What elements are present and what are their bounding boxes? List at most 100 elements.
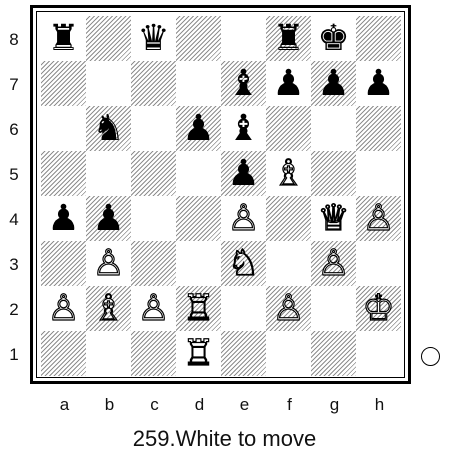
square-f7[interactable]: ♟	[266, 61, 311, 106]
square-c3[interactable]	[131, 241, 176, 286]
square-h3[interactable]	[356, 241, 401, 286]
black-pawn-e5-icon[interactable]: ♟	[227, 156, 259, 192]
file-label-h: h	[370, 395, 390, 415]
square-c6[interactable]	[131, 106, 176, 151]
square-d1[interactable]: ♖	[176, 331, 221, 376]
square-e6[interactable]: ♝	[221, 106, 266, 151]
black-queen-c8-icon[interactable]: ♛	[137, 21, 169, 57]
black-pawn-b4-icon[interactable]: ♟	[92, 201, 124, 237]
square-b2[interactable]: ♗	[86, 286, 131, 331]
square-b8[interactable]	[86, 16, 131, 61]
black-pawn-h7-icon[interactable]: ♟	[362, 66, 394, 102]
square-a7[interactable]	[41, 61, 86, 106]
square-d8[interactable]	[176, 16, 221, 61]
square-c1[interactable]	[131, 331, 176, 376]
white-rook-d1-icon[interactable]: ♖	[182, 336, 214, 372]
square-g8[interactable]: ♚	[311, 16, 356, 61]
black-king-g8-icon[interactable]: ♚	[317, 21, 349, 57]
square-f8[interactable]: ♜	[266, 16, 311, 61]
square-h4[interactable]: ♙	[356, 196, 401, 241]
white-pawn-c2-icon[interactable]: ♙	[137, 291, 169, 327]
square-d6[interactable]: ♟	[176, 106, 221, 151]
square-g1[interactable]	[311, 331, 356, 376]
square-f3[interactable]	[266, 241, 311, 286]
puzzle-caption: 259.White to move	[0, 426, 449, 452]
black-bishop-e6-icon[interactable]: ♝	[227, 111, 259, 147]
white-pawn-f2-icon[interactable]: ♙	[272, 291, 304, 327]
white-bishop-b2-icon[interactable]: ♗	[92, 291, 124, 327]
white-pawn-b3-icon[interactable]: ♙	[92, 246, 124, 282]
black-rook-f8-icon[interactable]: ♜	[272, 21, 304, 57]
white-king-h2-icon[interactable]: ♔	[362, 291, 394, 327]
square-d3[interactable]	[176, 241, 221, 286]
white-rook-d2-icon[interactable]: ♖	[182, 291, 214, 327]
square-f5[interactable]: ♗	[266, 151, 311, 196]
square-e2[interactable]	[221, 286, 266, 331]
square-f1[interactable]	[266, 331, 311, 376]
square-h5[interactable]	[356, 151, 401, 196]
square-b5[interactable]	[86, 151, 131, 196]
square-b1[interactable]	[86, 331, 131, 376]
square-d2[interactable]: ♖	[176, 286, 221, 331]
square-a8[interactable]: ♜	[41, 16, 86, 61]
square-h7[interactable]: ♟	[356, 61, 401, 106]
square-b3[interactable]: ♙	[86, 241, 131, 286]
white-bishop-f5-icon[interactable]: ♗	[272, 156, 304, 192]
black-bishop-e7-icon[interactable]: ♝	[227, 66, 259, 102]
square-h1[interactable]	[356, 331, 401, 376]
square-g5[interactable]	[311, 151, 356, 196]
square-b6[interactable]: ♞	[86, 106, 131, 151]
black-rook-a8-icon[interactable]: ♜	[47, 21, 79, 57]
square-a2[interactable]: ♙	[41, 286, 86, 331]
rank-label-1: 1	[7, 345, 21, 365]
square-b7[interactable]	[86, 61, 131, 106]
square-h8[interactable]	[356, 16, 401, 61]
white-pawn-e4-icon[interactable]: ♙	[227, 201, 259, 237]
square-g2[interactable]	[311, 286, 356, 331]
square-c4[interactable]	[131, 196, 176, 241]
square-f2[interactable]: ♙	[266, 286, 311, 331]
square-h6[interactable]	[356, 106, 401, 151]
rank-label-8: 8	[7, 30, 21, 50]
white-knight-e3-icon[interactable]: ♘	[227, 246, 259, 282]
square-d7[interactable]	[176, 61, 221, 106]
black-pawn-a4-icon[interactable]: ♟	[47, 201, 79, 237]
square-g4[interactable]: ♕	[311, 196, 356, 241]
square-b4[interactable]: ♟	[86, 196, 131, 241]
square-e8[interactable]	[221, 16, 266, 61]
square-g7[interactable]: ♟	[311, 61, 356, 106]
square-h2[interactable]: ♔	[356, 286, 401, 331]
white-pawn-a2-icon[interactable]: ♙	[47, 291, 79, 327]
file-label-c: c	[145, 395, 165, 415]
file-label-f: f	[280, 395, 300, 415]
square-d5[interactable]	[176, 151, 221, 196]
black-pawn-f7-icon[interactable]: ♟	[272, 66, 304, 102]
square-e4[interactable]: ♙	[221, 196, 266, 241]
square-g3[interactable]: ♙	[311, 241, 356, 286]
square-c8[interactable]: ♛	[131, 16, 176, 61]
black-pawn-d6-icon[interactable]: ♟	[182, 111, 214, 147]
square-a1[interactable]	[41, 331, 86, 376]
white-pawn-g3-icon[interactable]: ♙	[317, 246, 349, 282]
file-label-b: b	[100, 395, 120, 415]
square-e5[interactable]: ♟	[221, 151, 266, 196]
square-a5[interactable]	[41, 151, 86, 196]
square-a3[interactable]	[41, 241, 86, 286]
white-queen-g4-icon[interactable]: ♕	[317, 201, 349, 237]
square-g6[interactable]	[311, 106, 356, 151]
square-c2[interactable]: ♙	[131, 286, 176, 331]
square-e7[interactable]: ♝	[221, 61, 266, 106]
square-a4[interactable]: ♟	[41, 196, 86, 241]
rank-label-5: 5	[7, 165, 21, 185]
black-pawn-g7-icon[interactable]: ♟	[317, 66, 349, 102]
white-pawn-h4-icon[interactable]: ♙	[362, 201, 394, 237]
square-e3[interactable]: ♘	[221, 241, 266, 286]
square-f4[interactable]	[266, 196, 311, 241]
square-a6[interactable]	[41, 106, 86, 151]
black-knight-b6-icon[interactable]: ♞	[92, 111, 124, 147]
square-d4[interactable]	[176, 196, 221, 241]
square-e1[interactable]	[221, 331, 266, 376]
square-f6[interactable]	[266, 106, 311, 151]
square-c5[interactable]	[131, 151, 176, 196]
square-c7[interactable]	[131, 61, 176, 106]
